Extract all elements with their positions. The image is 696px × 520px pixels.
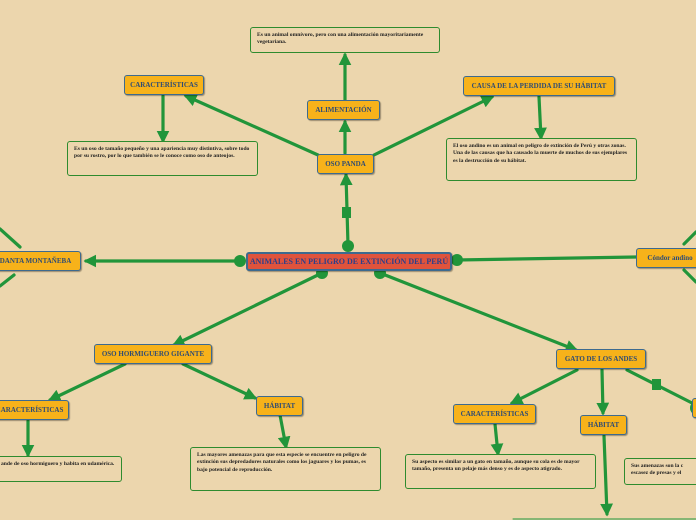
topic-amenazas-gato[interactable] <box>692 398 696 418</box>
connector-condor-up <box>682 230 696 246</box>
connector-handle-gato[interactable] <box>652 379 661 390</box>
connector-central-gato <box>378 271 579 353</box>
connector-panda-caracteristicas <box>183 94 320 157</box>
note-caracteristicas-panda[interactable]: Es un oso de tamaño pequeño y una aparie… <box>67 141 258 176</box>
topic-habitat-hormiguero[interactable]: HÁBITAT <box>256 396 303 416</box>
note-caracteristicas-gato[interactable]: Su aspecto es similar a un gato en tamañ… <box>405 454 596 489</box>
connector-gato-amenazas <box>625 368 696 407</box>
topic-gato-de-los-andes[interactable]: GATO DE LOS ANDES <box>556 349 646 369</box>
connector-danta-up <box>0 227 22 249</box>
connector-central-condor <box>455 255 638 262</box>
topic-oso-hormiguero[interactable]: OSO HORMIGUERO GIGANTE <box>94 344 212 364</box>
topic-oso-panda[interactable]: OSO PANDA <box>317 154 374 174</box>
topic-condor-andino[interactable]: Cóndor andino <box>636 248 696 268</box>
note-alimentacion[interactable]: Es un animal omnívoro, pero con una alim… <box>250 27 440 53</box>
note-causa-perdida-habitat[interactable]: El oso andino es un animal en peligro de… <box>446 138 637 181</box>
note-caracteristicas-hormiguero[interactable]: ande de oso hormiguero y habita en udamé… <box>0 456 122 482</box>
topic-danta-montanera[interactable]: DANTA MONTAÑEBA <box>0 251 81 271</box>
connector-hormiguero-habitat <box>181 362 258 400</box>
central-topic[interactable]: ANIMALES EN PELIGRO DE EXTINCIÓN DEL PER… <box>246 252 452 271</box>
connector-habitat-gato-down <box>600 434 614 517</box>
connector-dot-right[interactable] <box>451 254 463 266</box>
connector-panda-causa <box>372 95 495 157</box>
connector-handle-top[interactable] <box>342 207 351 218</box>
note-amenazas-gato[interactable]: Sus amenazas son la c escasez de presas … <box>624 458 696 485</box>
connector-gato-caracteristicas <box>509 368 579 405</box>
connector-causa-note <box>534 95 547 141</box>
connector-dot-top[interactable] <box>342 240 354 252</box>
connector-condor-down <box>682 268 696 284</box>
connector-hormiguero-caracteristicas <box>47 362 127 402</box>
note-habitat-hormiguero[interactable]: Las mayores amenazas para que esta espec… <box>190 447 381 491</box>
connector-caracteristicas-gato-note <box>490 422 504 457</box>
topic-causa-perdida-habitat[interactable]: CAUSA DE LA PERDIDA DE SU HÁBITAT <box>463 76 615 96</box>
topic-habitat-gato[interactable]: HÁBITAT <box>580 415 627 435</box>
connector-danta-down <box>0 273 16 288</box>
topic-alimentacion[interactable]: ALIMENTACIÓN <box>307 100 380 120</box>
connector-habitat-hormiguero-note <box>277 413 291 450</box>
topic-caracteristicas-hormiguero[interactable]: CARACTERÍSTICAS <box>0 400 69 420</box>
topic-caracteristicas-gato[interactable]: CARACTERÍSTICAS <box>453 404 536 424</box>
connector-dot-left[interactable] <box>234 255 246 267</box>
topic-caracteristicas-panda[interactable]: CARACTERÍSTICAS <box>124 75 204 95</box>
connector-central-hormiguero <box>171 271 324 347</box>
connector-gato-habitat <box>596 368 610 416</box>
